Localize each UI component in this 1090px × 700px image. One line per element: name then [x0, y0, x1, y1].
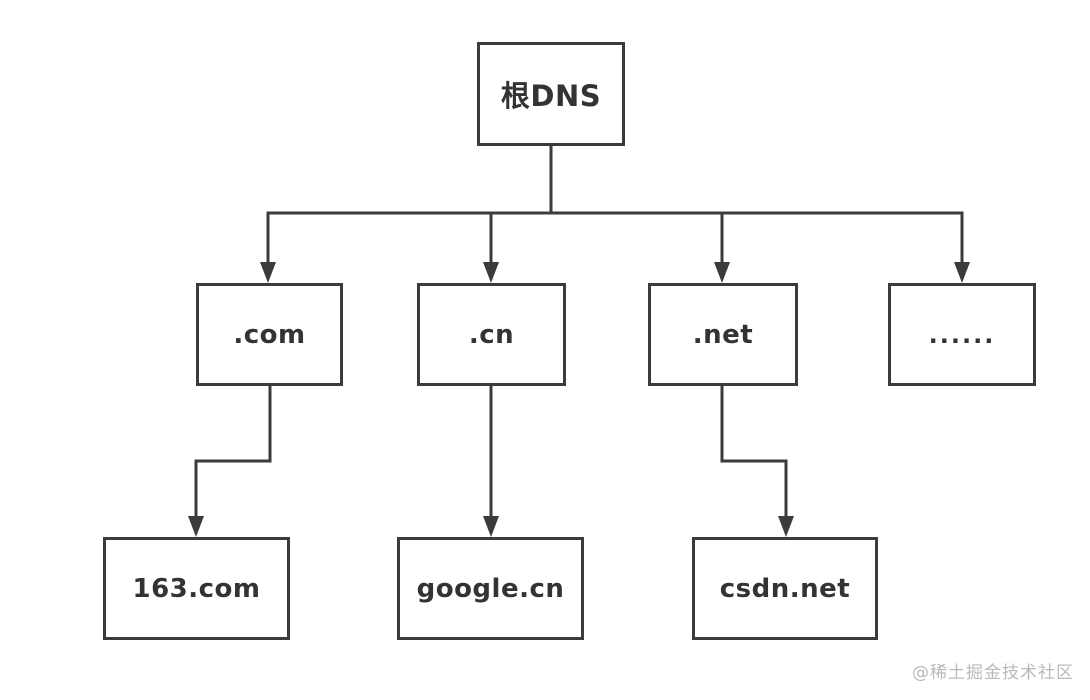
- arrowhead-icon: [260, 262, 276, 283]
- node-com-label: .com: [233, 319, 306, 350]
- edge-net-to-csdn: [720, 386, 788, 518]
- node-more-tlds-label: ......: [928, 320, 996, 349]
- arrowhead-icon: [778, 516, 794, 537]
- arrowhead-icon: [483, 262, 499, 283]
- node-root-dns: 根DNS: [477, 42, 625, 146]
- node-163-com: 163.com: [103, 537, 290, 640]
- node-more-tlds: ......: [888, 283, 1036, 386]
- watermark: @稀土掘金技术社区: [912, 663, 1074, 683]
- node-com: .com: [196, 283, 343, 386]
- arrowhead-icon: [483, 516, 499, 537]
- node-root-dns-label: 根DNS: [500, 79, 602, 113]
- node-google-cn: google.cn: [397, 537, 584, 640]
- node-163-com-label: 163.com: [132, 573, 261, 604]
- arrowhead-icon: [188, 516, 204, 537]
- node-csdn-net: csdn.net: [692, 537, 878, 640]
- arrowhead-icon: [714, 262, 730, 283]
- node-cn: .cn: [417, 283, 566, 386]
- node-csdn-net-label: csdn.net: [719, 573, 851, 604]
- node-google-cn-label: google.cn: [416, 573, 565, 604]
- node-net-label: .net: [692, 319, 754, 350]
- edge-com-to-163: [194, 386, 272, 518]
- node-net: .net: [648, 283, 798, 386]
- node-cn-label: .cn: [468, 319, 515, 350]
- arrowhead-icon: [954, 262, 970, 283]
